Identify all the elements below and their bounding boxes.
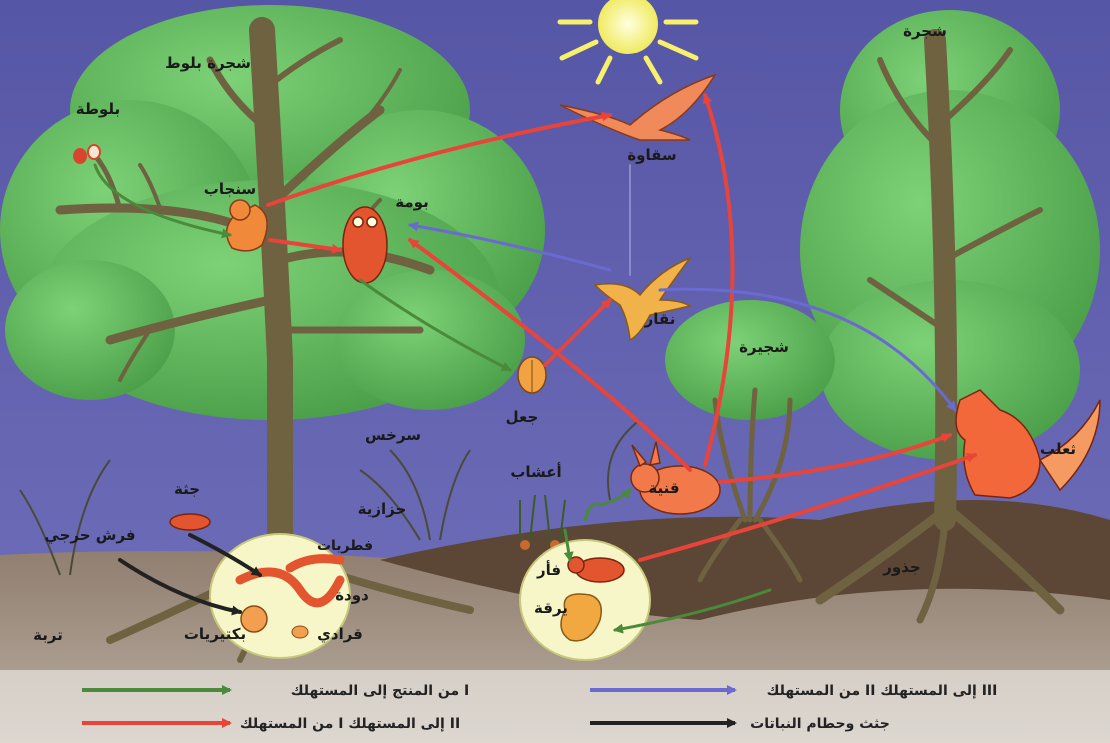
- label-mites: قرادي: [317, 625, 363, 644]
- owl-icon: [343, 207, 387, 283]
- label-fox: ثعلب: [1040, 440, 1076, 458]
- label-shrub: شجيرة: [739, 338, 789, 356]
- label-owl: بومة: [395, 193, 428, 211]
- label-tree: شجرة: [903, 22, 947, 40]
- label-worm: دودة: [335, 586, 369, 604]
- legend-green-label: من المنتج إلى المستهلك I: [291, 683, 470, 699]
- label-soil: تربة: [33, 626, 63, 644]
- label-beetle: جعل: [506, 408, 539, 426]
- shrub-foliage: [665, 300, 835, 420]
- legend-background: [0, 670, 1110, 743]
- label-acorn: بلوطة: [76, 100, 120, 118]
- label-ground-beetle: فرش حرجي: [44, 526, 135, 544]
- label-larva: يرقة: [534, 599, 568, 617]
- label-moss: حزازية: [358, 500, 407, 518]
- label-falcon: سقاوة: [627, 146, 676, 164]
- label-woodpecker: نقار: [644, 310, 676, 328]
- label-herbs: أعشاب: [510, 462, 561, 481]
- label-fungi: فطريات: [317, 538, 373, 554]
- label-roots: جذور: [882, 558, 920, 576]
- label-mouse: فأر: [536, 560, 561, 579]
- label-corpse: جثة: [174, 480, 200, 498]
- label-bacteria: بكتيريات: [184, 625, 246, 643]
- label-hare: قنية: [648, 479, 679, 497]
- beetle-icon: [518, 357, 546, 393]
- legend-black-label: جثث وحطام النباتات: [750, 716, 890, 732]
- legend-blue-label: من المستهلك II إلى المستهلك III: [767, 683, 998, 699]
- mite-icon: [292, 626, 308, 638]
- label-oak-tree: شجرة بلوط: [165, 54, 251, 72]
- label-squirrel: سنجاب: [204, 180, 256, 198]
- label-fern: سرخس: [365, 426, 421, 444]
- ground-beetle-icon: [170, 514, 210, 530]
- herb-bulb: [520, 540, 530, 550]
- legend-red-label: من المستهلك I إلى المستهلك II: [240, 716, 460, 732]
